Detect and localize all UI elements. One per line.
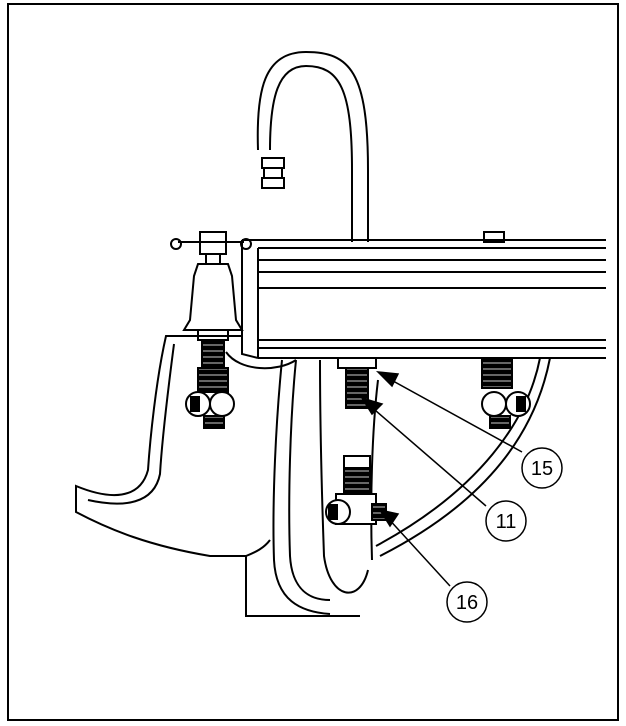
tee-fitting: [325, 455, 387, 525]
drawing-frame: [7, 3, 619, 721]
callout-11-label: 11: [496, 511, 517, 533]
right-supply-fitting: [481, 357, 531, 429]
callout-15: 15: [521, 447, 563, 489]
cross-handle-valve-right: [462, 231, 536, 243]
left-supply-fitting: [185, 339, 235, 429]
callout-11: 11: [485, 500, 527, 542]
gooseneck-spout: [256, 50, 369, 242]
callout-16-label: 16: [456, 592, 478, 614]
leader-lines: [360, 371, 523, 587]
cross-handle-valve: [170, 231, 252, 341]
callout-16: 16: [446, 581, 488, 623]
callout-15-label: 15: [531, 458, 553, 480]
sink-basin: [75, 239, 606, 617]
